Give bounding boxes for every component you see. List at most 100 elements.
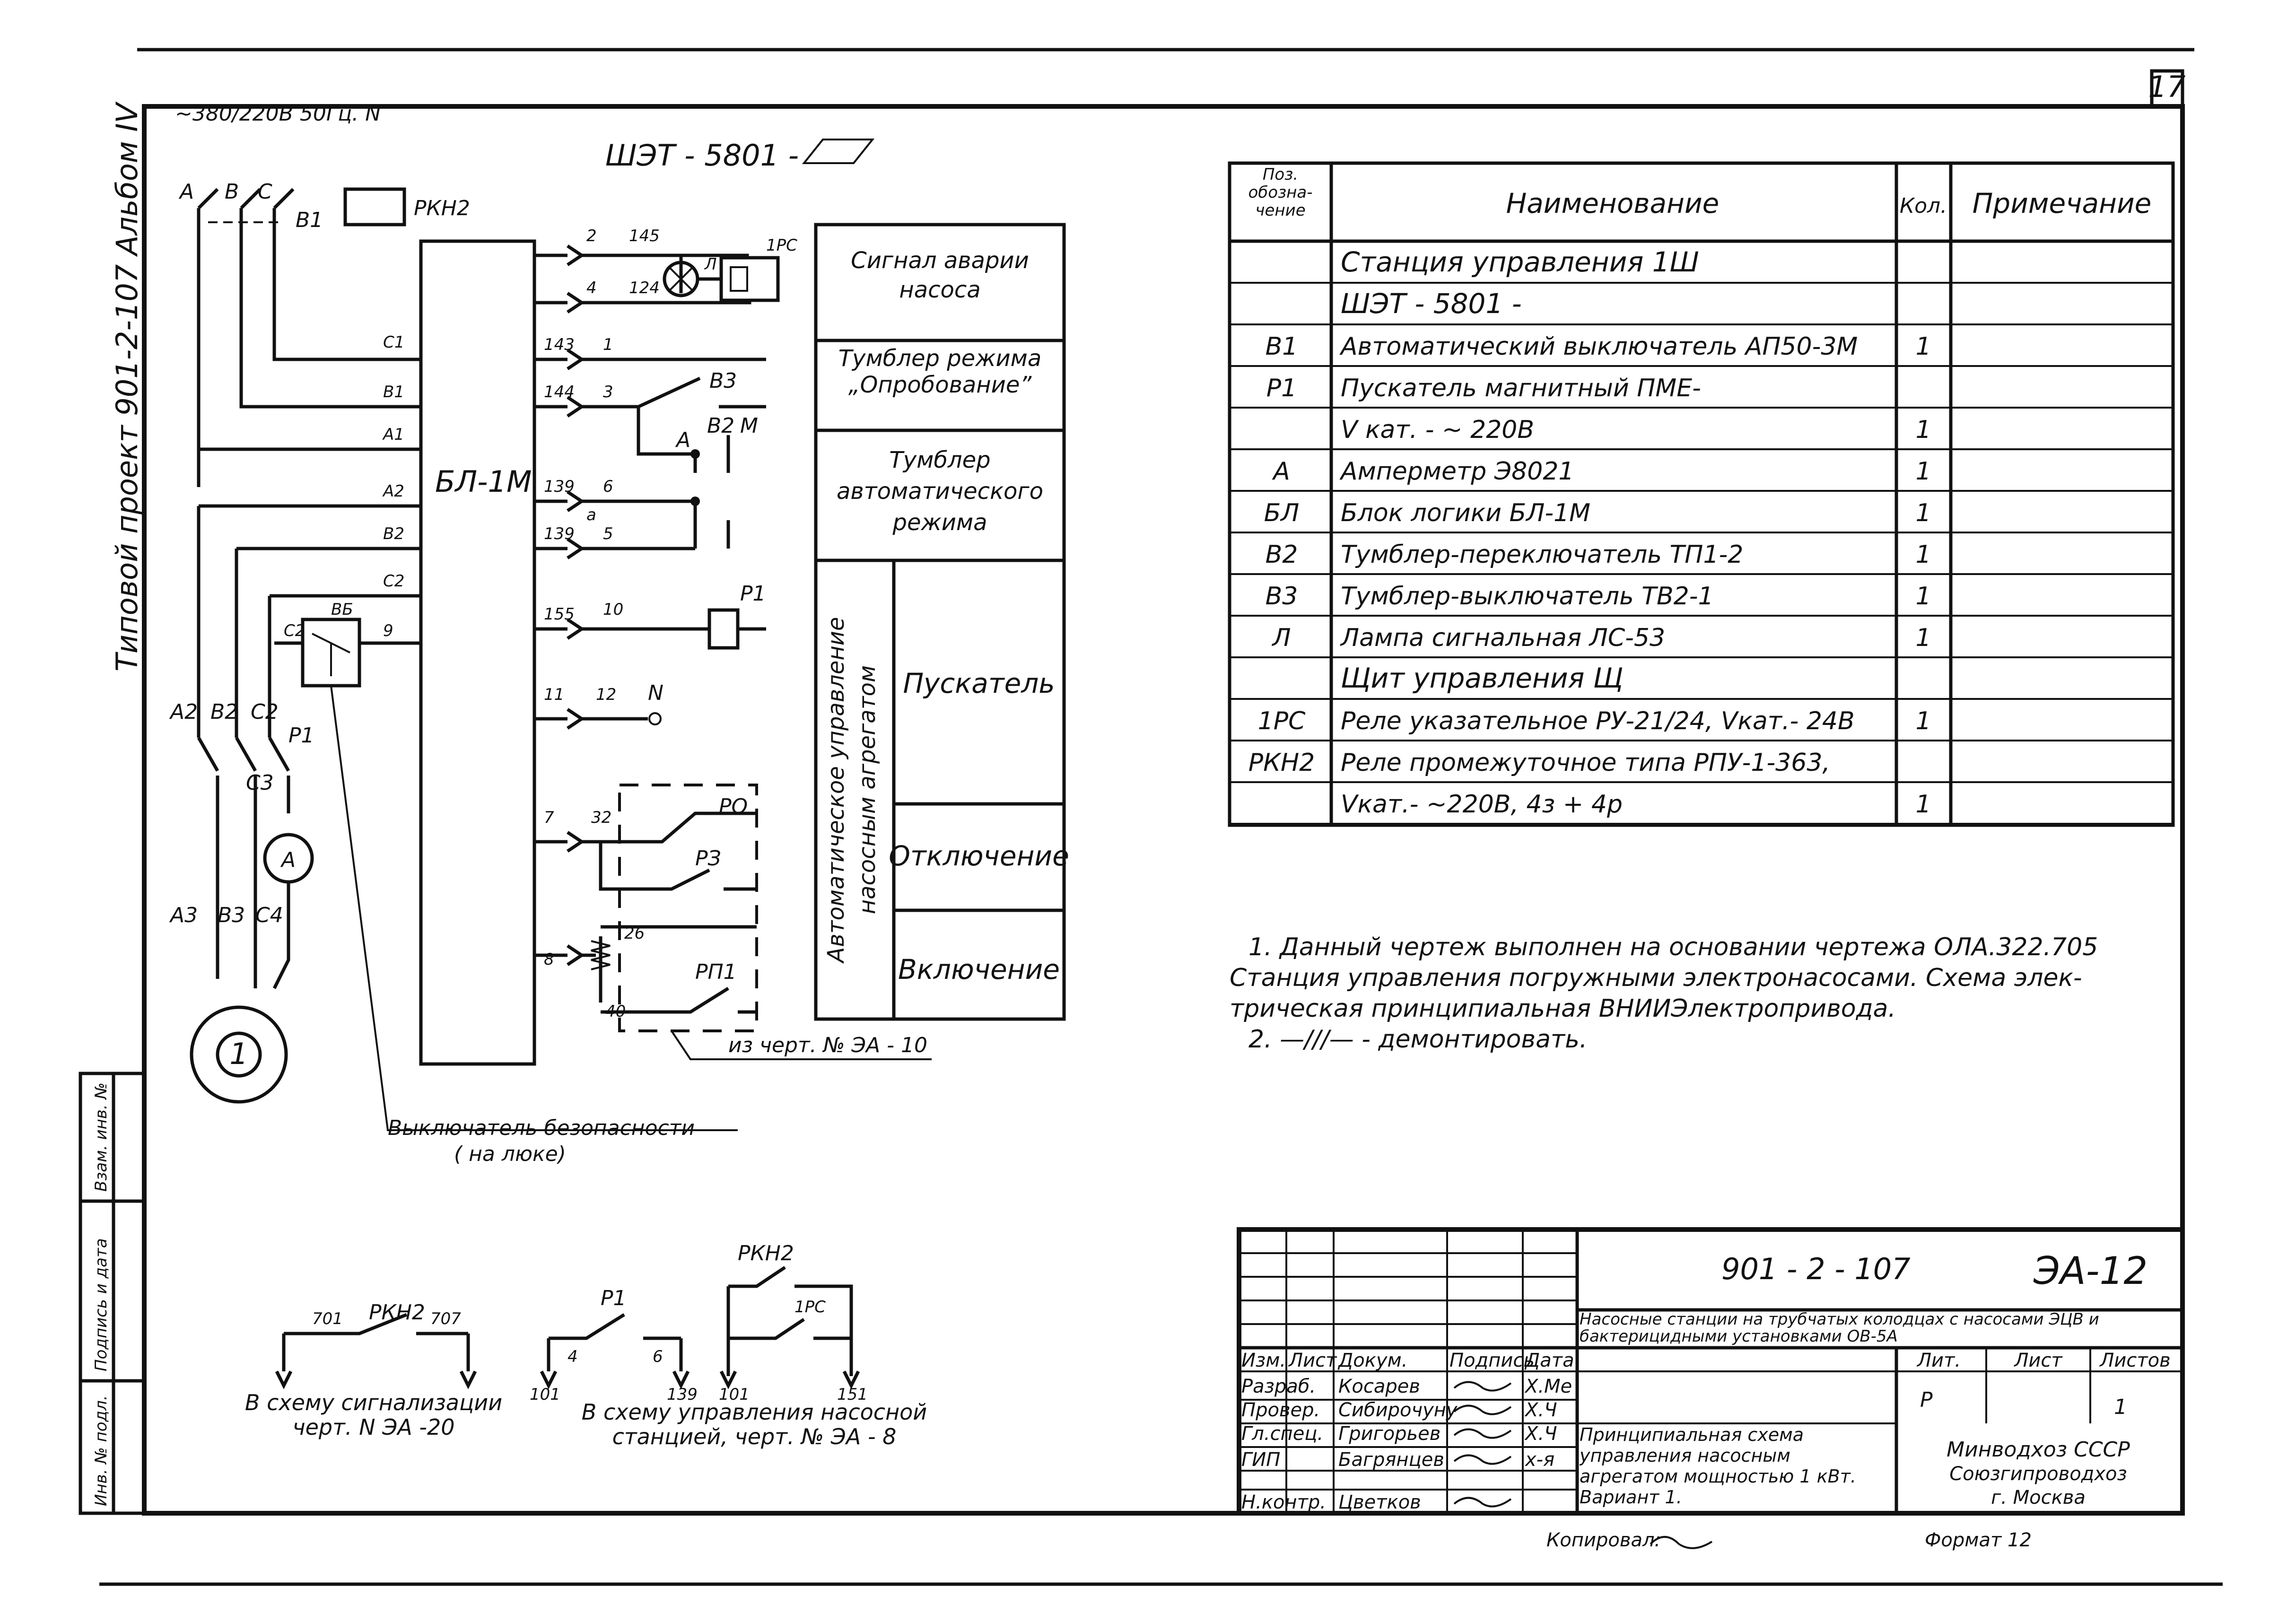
- note-line-2: Станция управления погружными электронас…: [1230, 964, 2082, 992]
- toggle-b2-label: В2: [707, 414, 734, 438]
- ref-drawing-label: из черт. № ЭА - 10: [728, 1033, 927, 1057]
- logic-block: [419, 239, 536, 1066]
- row-name: Реле указательное РУ-21/24, Vкат.- 24В: [1341, 707, 1855, 735]
- phase-down-a3: А3: [169, 903, 198, 927]
- function-label-alarm: Сигнал аварии насоса: [851, 247, 1029, 303]
- title-block: 901 - 2 - 107 ЭА-12 Насосные станции на …: [1237, 1227, 2185, 1551]
- wire-label-145: 145: [629, 227, 660, 245]
- toggle-b2-sub: А: [675, 428, 690, 452]
- row-pos: В1: [1266, 332, 1298, 361]
- phase-down-b2: В2: [210, 700, 238, 724]
- phase-b-wire: [239, 188, 262, 378]
- row-pos: РКН2: [1248, 749, 1315, 777]
- note-line-4: 2. —///— - демонтировать.: [1248, 1025, 1587, 1054]
- wire-c2: [268, 594, 421, 733]
- row-qty: 1: [1915, 707, 1931, 735]
- row-name: Пускатель магнитный ПМЕ-: [1341, 374, 1701, 402]
- wire-label-3: 3: [603, 383, 613, 401]
- phase-a-down: [197, 733, 219, 889]
- relay-rz-label: РЗ: [695, 846, 721, 871]
- relay-rp1-wire: [582, 925, 757, 1014]
- frag3-151: 151: [837, 1385, 868, 1404]
- wire-label-c2: С2: [383, 572, 404, 591]
- tb-format: Формат 12: [1925, 1529, 2032, 1551]
- frag2-p1: Р1: [601, 1286, 627, 1310]
- wire-label-32: 32: [591, 808, 611, 827]
- motor-feed: [216, 889, 290, 989]
- tb-project-desc: Насосные станции на трубчатых колодцах с…: [1580, 1311, 2099, 1346]
- page-number: 17: [2148, 70, 2186, 104]
- wire-label-8: 8: [544, 950, 554, 969]
- tb-h-izm: Изм.: [1241, 1350, 1286, 1371]
- wire-label-7: 7: [544, 808, 554, 827]
- wire-label-124: 124: [629, 279, 660, 297]
- frag1-caption: В схему сигнализации черт. N ЭА -20: [244, 1390, 503, 1440]
- supply-label: ~380/220В 50Гц. N: [175, 102, 381, 126]
- margin-ref-label: Взам. инв. №: [92, 1082, 111, 1192]
- tb-org-2: Союзгипроводхоз: [1949, 1463, 2127, 1485]
- wire-label-144: 144: [544, 383, 575, 401]
- copier-signature: [1650, 1536, 1713, 1549]
- connector-stubs: [534, 253, 567, 957]
- row-pos: 1РС: [1258, 707, 1306, 735]
- phase-c-down: [268, 733, 290, 813]
- wire-label-10: 10: [603, 600, 623, 619]
- function-label-column: [814, 223, 1066, 1021]
- row-qty: 1: [1915, 499, 1931, 527]
- notes-block: 1. Данный чертеж выполнен на основании ч…: [1230, 933, 2098, 1054]
- phase-a-label: A: [178, 180, 194, 204]
- signature-scribble: [1453, 1497, 1512, 1508]
- wire-label-a2: А2: [382, 482, 404, 501]
- wire-label-6: 6: [603, 477, 613, 496]
- wire-label-5: 5: [603, 524, 613, 543]
- function-label-starter: Пускатель: [903, 667, 1055, 699]
- frag1-701: 701: [312, 1309, 343, 1328]
- tb-person-name: Багрянцев: [1338, 1449, 1444, 1471]
- row-name: Станция управления 1Ш: [1341, 246, 1699, 278]
- row-name: Амперметр Э8021: [1339, 457, 1574, 486]
- wire-label-c2b: С2: [284, 621, 305, 640]
- toggle-b3-label: В3: [709, 369, 737, 393]
- tb-stage-count: 1: [2114, 1395, 2127, 1419]
- row-name: Тумблер-переключатель ТП1-2: [1341, 541, 1743, 569]
- wire-b2: [235, 547, 421, 733]
- function-label-off: Отключение: [889, 840, 1069, 872]
- fragment-signalling: 701 РКН2 707 В схему сигнализации черт. …: [244, 1300, 503, 1440]
- motor: [190, 1005, 288, 1104]
- wire-label-a: а: [586, 506, 596, 524]
- safety-switch-label: ВБ: [331, 600, 353, 619]
- phase-c-wire: [272, 188, 295, 265]
- blank-type-box: [802, 139, 875, 164]
- note-line-3: трическая принципиальная ВНИИЭлектроприв…: [1230, 994, 1896, 1023]
- signature-scribble: [1453, 1428, 1512, 1439]
- signature-scribble: [1453, 1404, 1512, 1415]
- function-label-auto: Тумблер автоматического режима: [836, 447, 1044, 536]
- wire-label-155: 155: [544, 605, 575, 624]
- tb-h-date: Дата: [1524, 1350, 1574, 1371]
- row-qty: 1: [1915, 416, 1931, 444]
- signature-scribble: [1453, 1381, 1512, 1392]
- tb-h-sign: Подпись: [1449, 1350, 1535, 1371]
- relay-pkn2-coil: [343, 187, 406, 227]
- tb-org-1: Минводхоз СССР: [1947, 1438, 2130, 1462]
- main-schematic: ~380/220В 50Гц. N ШЭТ - 5801 - A B C В1 …: [169, 102, 1069, 1166]
- wire-c1: [272, 265, 421, 361]
- tb-stage-lit: Р: [1920, 1388, 1933, 1412]
- contactor-coil: [707, 608, 740, 650]
- relay-dashed-box: [618, 784, 758, 1032]
- contactor-coil-label: Р1: [740, 582, 766, 606]
- row-qty: 1: [1915, 457, 1931, 486]
- row-qty: 1: [1915, 541, 1931, 569]
- row-name: Тумблер-выключатель ТВ2-1: [1341, 582, 1714, 610]
- phase-down-a2: А2: [169, 700, 198, 724]
- tb-stage-h-count: Листов: [2099, 1350, 2170, 1371]
- row-qty: 1: [1915, 624, 1931, 652]
- frag3-1pc: 1РС: [794, 1298, 826, 1317]
- wire-label-139b: 139: [544, 524, 575, 543]
- header-pos: Поз. обозна- чение: [1248, 166, 1313, 220]
- margin-sign-label: Подпись и дата: [92, 1238, 111, 1371]
- phase-down-c3: С3: [246, 771, 274, 795]
- breaker-label: В1: [296, 208, 323, 232]
- relay-1pc-label: 1РС: [766, 236, 797, 255]
- row-pos: БЛ: [1264, 499, 1300, 527]
